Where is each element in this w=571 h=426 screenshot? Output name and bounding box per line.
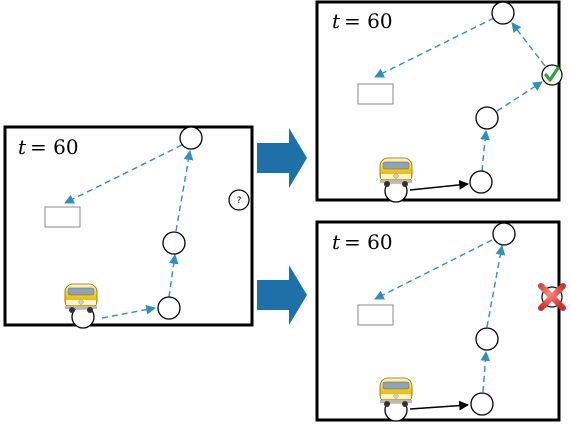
plan-path-segment	[64, 144, 183, 204]
waypoint-node	[179, 126, 203, 150]
plan-path-segment	[374, 239, 493, 300]
lower-branch-arrow	[257, 265, 307, 325]
waypoint-node	[162, 231, 186, 255]
waypoint-node	[491, 1, 515, 25]
plan-path-segment	[101, 304, 156, 319]
plan-path-segment	[486, 245, 506, 328]
van-icon	[379, 377, 413, 408]
goal-box	[357, 83, 394, 105]
waypoint-node	[470, 392, 494, 416]
plan-path-segment	[480, 130, 490, 172]
goal-box	[44, 206, 81, 228]
plan-path-segment	[168, 254, 179, 298]
executed-move-arrow	[409, 180, 469, 191]
check-icon	[541, 64, 563, 86]
panel-frame	[315, 220, 561, 422]
svg-text:?: ?	[237, 196, 242, 206]
goal-box	[357, 304, 394, 326]
bottom-right-panel: t= 60	[315, 220, 566, 422]
plan-path-segment	[480, 351, 491, 393]
plan-path-segment	[496, 81, 543, 112]
panel-frame	[315, 0, 561, 202]
waypoint-node	[492, 222, 516, 246]
upper-branch-arrow	[257, 128, 307, 188]
van-icon	[64, 283, 98, 314]
left-panel: t= 60 ?	[3, 125, 254, 329]
time-label: t= 60	[332, 9, 393, 33]
waypoint-node	[469, 170, 493, 194]
cross-icon	[538, 283, 566, 311]
waypoint-node	[475, 327, 499, 351]
plan-path-segment	[511, 22, 546, 67]
van-icon	[379, 157, 413, 188]
time-label: t= 60	[332, 230, 393, 254]
waypoint-node	[475, 106, 499, 130]
uncertain-node: ?	[228, 189, 250, 211]
plan-path-segment	[374, 17, 495, 78]
executed-move-arrow	[409, 400, 469, 411]
waypoint-node	[157, 296, 181, 320]
time-label: t= 60	[18, 135, 79, 159]
top-right-panel: t= 60	[315, 0, 563, 203]
plan-path-segment	[175, 150, 194, 232]
